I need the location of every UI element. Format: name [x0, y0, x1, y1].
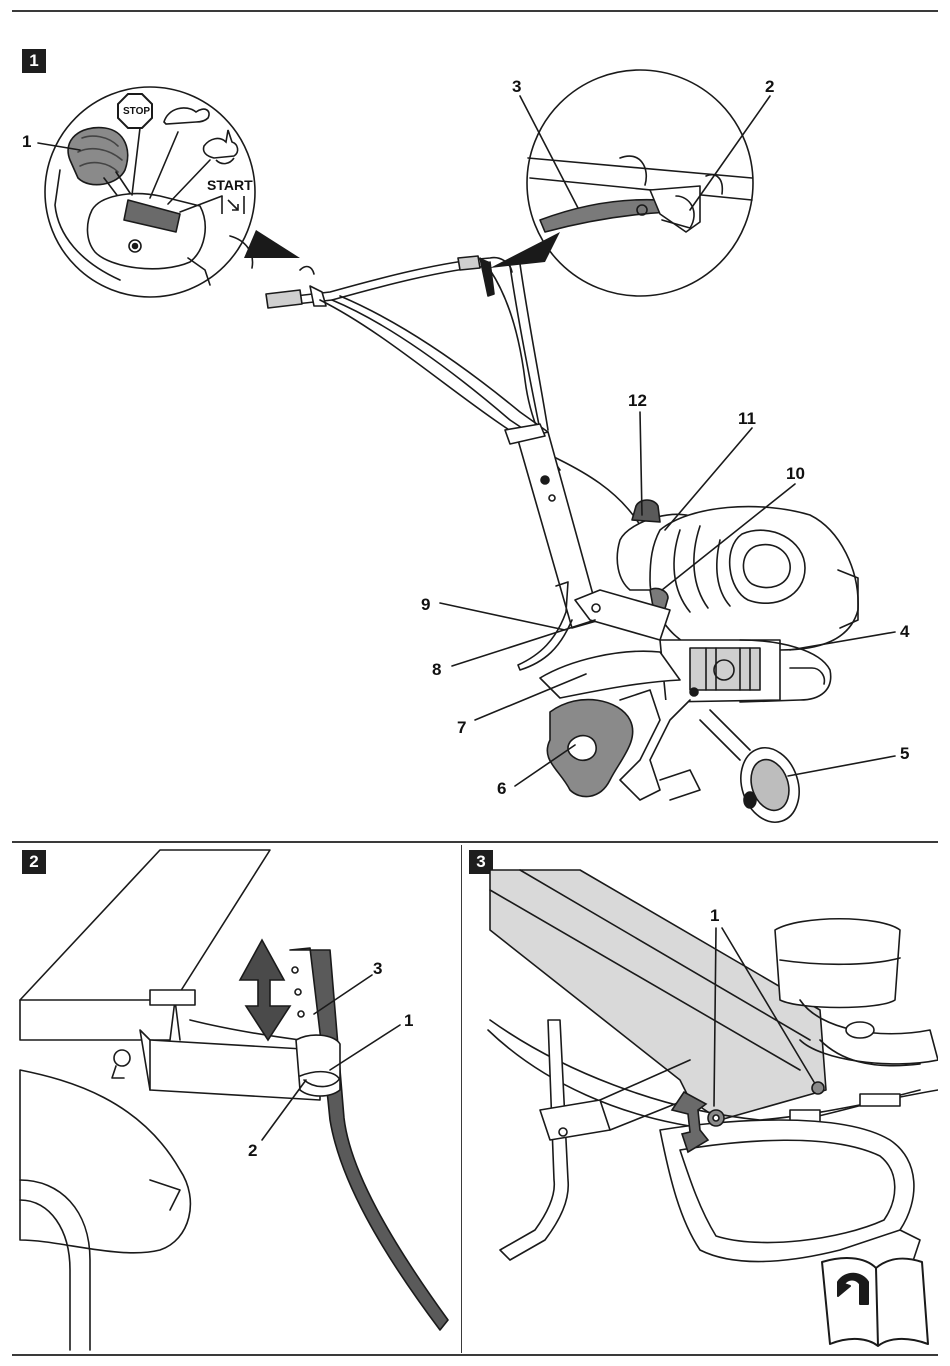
double-arrow-icon	[240, 940, 290, 1040]
fuel-cap	[632, 500, 660, 522]
fig1-callout-4: 4	[900, 623, 909, 641]
fig1-callout-3: 3	[512, 78, 521, 96]
column-panel	[490, 870, 826, 1120]
fig1-callout-12: 12	[628, 392, 647, 410]
panel-divider	[461, 845, 462, 1353]
fig1-callout-8: 8	[432, 661, 441, 679]
fig1-callout-11: 11	[738, 410, 756, 428]
stop-label: STOP	[123, 103, 149, 121]
fig1-callout-10: 10	[786, 465, 805, 483]
tine-guard	[540, 651, 680, 698]
fig1-callout-9: 9	[421, 596, 430, 614]
fig2-callout-2: 2	[248, 1142, 257, 1160]
detail-circle-clutch	[527, 70, 753, 296]
fig1-callout-1: 1	[22, 133, 31, 151]
figure-2-number: 2	[22, 850, 46, 874]
fig3-callout-1: 1	[710, 907, 719, 925]
middle-rule	[12, 841, 938, 843]
start-label: START	[207, 176, 253, 194]
double-arrow-icon	[672, 1092, 708, 1152]
depth-rod	[290, 948, 448, 1330]
fig1-callout-7: 7	[457, 719, 466, 737]
bottom-rule	[12, 1354, 938, 1356]
figure-3-number: 3	[469, 850, 493, 874]
fig1-callout-2: 2	[765, 78, 774, 96]
fig1-callout-6: 6	[497, 780, 506, 798]
figure-1-illustration	[0, 0, 950, 840]
fig1-callout-5: 5	[900, 745, 909, 763]
fig2-callout-3: 3	[373, 960, 382, 978]
fig2-callout-1: 1	[404, 1012, 413, 1030]
